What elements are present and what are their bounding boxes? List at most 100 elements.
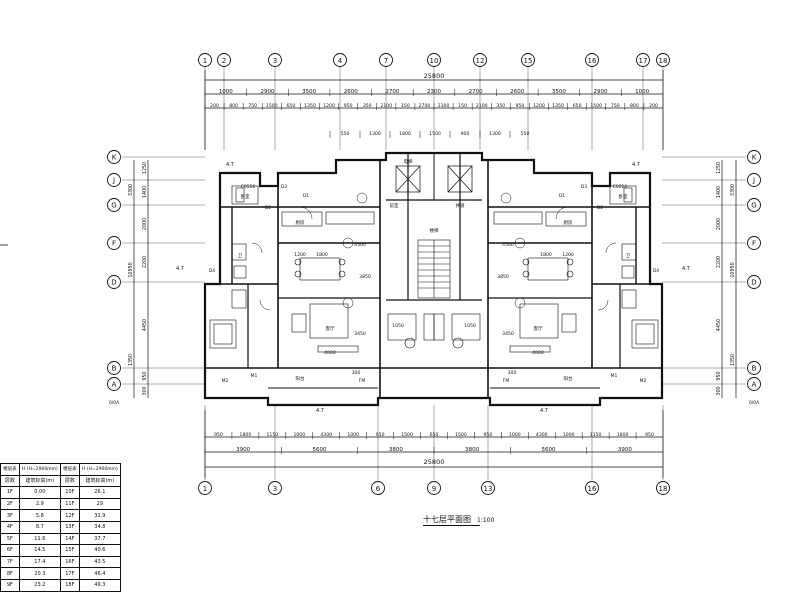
axis-label: D [111,279,116,287]
axis-bubble-top-16: 16 [585,53,599,67]
dim-value: 1300 [489,131,501,137]
col-head: 建筑标高(m) [18,474,61,488]
axis-bubble-top-3: 3 [268,53,282,67]
furniture-left-unit [209,185,435,353]
axis-label: G [111,202,116,210]
axis-bubble-left-F: F [107,236,121,250]
window-tag: D1 [303,193,309,199]
axis-label: 1 [203,57,207,65]
table-cell: 8F [0,567,20,580]
table-cell: 34.8 [78,520,122,534]
dim-value: 650 [573,103,582,109]
axis-label: 3 [273,57,277,65]
table-cell: 11.6 [18,532,61,546]
table-cell: 23.2 [18,578,61,592]
axis-label: 3 [273,485,277,493]
window-tag: FM [359,378,366,384]
window-tag: M2 [640,378,647,384]
dim-value: 4450 [716,319,722,331]
axis-bubble-left-K: K [107,150,121,164]
dim-value: 900 [461,131,470,137]
table-cell: 20.3 [18,567,61,580]
dim-value: 2700 [419,103,431,109]
table-header-right-2: H (H=2900mm) [78,463,122,476]
table-cell: 18F [59,578,80,592]
window-tag: D4 [209,268,215,274]
dim-value: 1000 [293,432,305,438]
dim-value: 550 [521,131,530,137]
dim-value: 10950 [730,262,736,277]
dim-value: 950 [515,103,524,109]
axis-corner-tag-right: 0/0A [749,400,760,406]
axis-bubble-bottom-18: 18 [656,481,670,495]
dim-value: 4450 [142,319,148,331]
dim-value: 1500 [455,432,467,438]
dim-value: 1000 [635,89,649,95]
table-cell: 46.4 [78,567,122,580]
dim-value: 3300 [128,184,134,196]
room-label: 卫 [238,253,243,259]
axis-bubble-right-D: D [747,275,761,289]
dim-value: 2100 [380,103,392,109]
dim-value: 5600 [542,447,556,453]
drawing-title-text: 十七层平面图 [423,515,471,524]
axis-corner-tag-left: 0/0A [109,400,120,406]
dim-value: 1500 [429,131,441,137]
table-cell: 31.9 [78,509,122,522]
window-tag: FM [503,378,510,384]
table-cell: 10F [59,486,80,499]
dim-value: 1350 [552,103,564,109]
room-label: 卧室 [241,193,250,200]
axis-label: 18 [659,485,668,493]
inner-dimension: 1200 [294,252,306,258]
dim-value: 4300 [320,432,332,438]
dim-value: 3900 [618,447,632,453]
col-head: 建筑标高(m) [78,474,122,488]
axis-label: 9 [432,485,436,493]
axis-label: D [751,279,756,287]
window-tag: D3 [581,184,587,190]
dim-value: 800 [630,103,639,109]
dim-value: 2000 [142,218,148,230]
door-swings [251,192,617,311]
dim-value: 1500 [401,432,413,438]
dim-value: 2200 [716,256,722,268]
axis-bubble-top-15: 15 [521,53,535,67]
stair [417,239,451,299]
window-tag: D3 [281,184,287,190]
dim-value: 3500 [552,89,566,95]
dim-value: 1500 [590,103,602,109]
dim-value: 1400 [716,186,722,198]
axis-label: K [752,154,757,162]
window-tag: D2 [597,205,603,211]
axis-label: A [752,381,757,389]
inner-dimension: 3450 [354,331,366,337]
dim-value: 1000 [563,432,575,438]
table-cell: 2F [0,497,20,511]
inner-dimension: 300 [508,370,517,376]
elevation-mark: 4.7 [316,408,324,414]
dim-value: 2000 [716,218,722,230]
axis-bubble-left-G: G [107,198,121,212]
axis-bubble-top-18: 18 [656,53,670,67]
table-header-left-1: 楼层表 [0,463,20,476]
dim-value: 2700 [385,89,399,95]
table-cell: 1F [0,486,20,499]
dim-value: 550 [341,131,350,137]
window-tag: M1 [611,373,618,379]
axis-bubble-left-A: A [107,377,121,391]
table-cell: 37.7 [78,532,122,546]
axis-label: A [112,381,117,389]
window-tag: C0516 [241,184,256,190]
axis-bubble-right-F: F [747,236,761,250]
